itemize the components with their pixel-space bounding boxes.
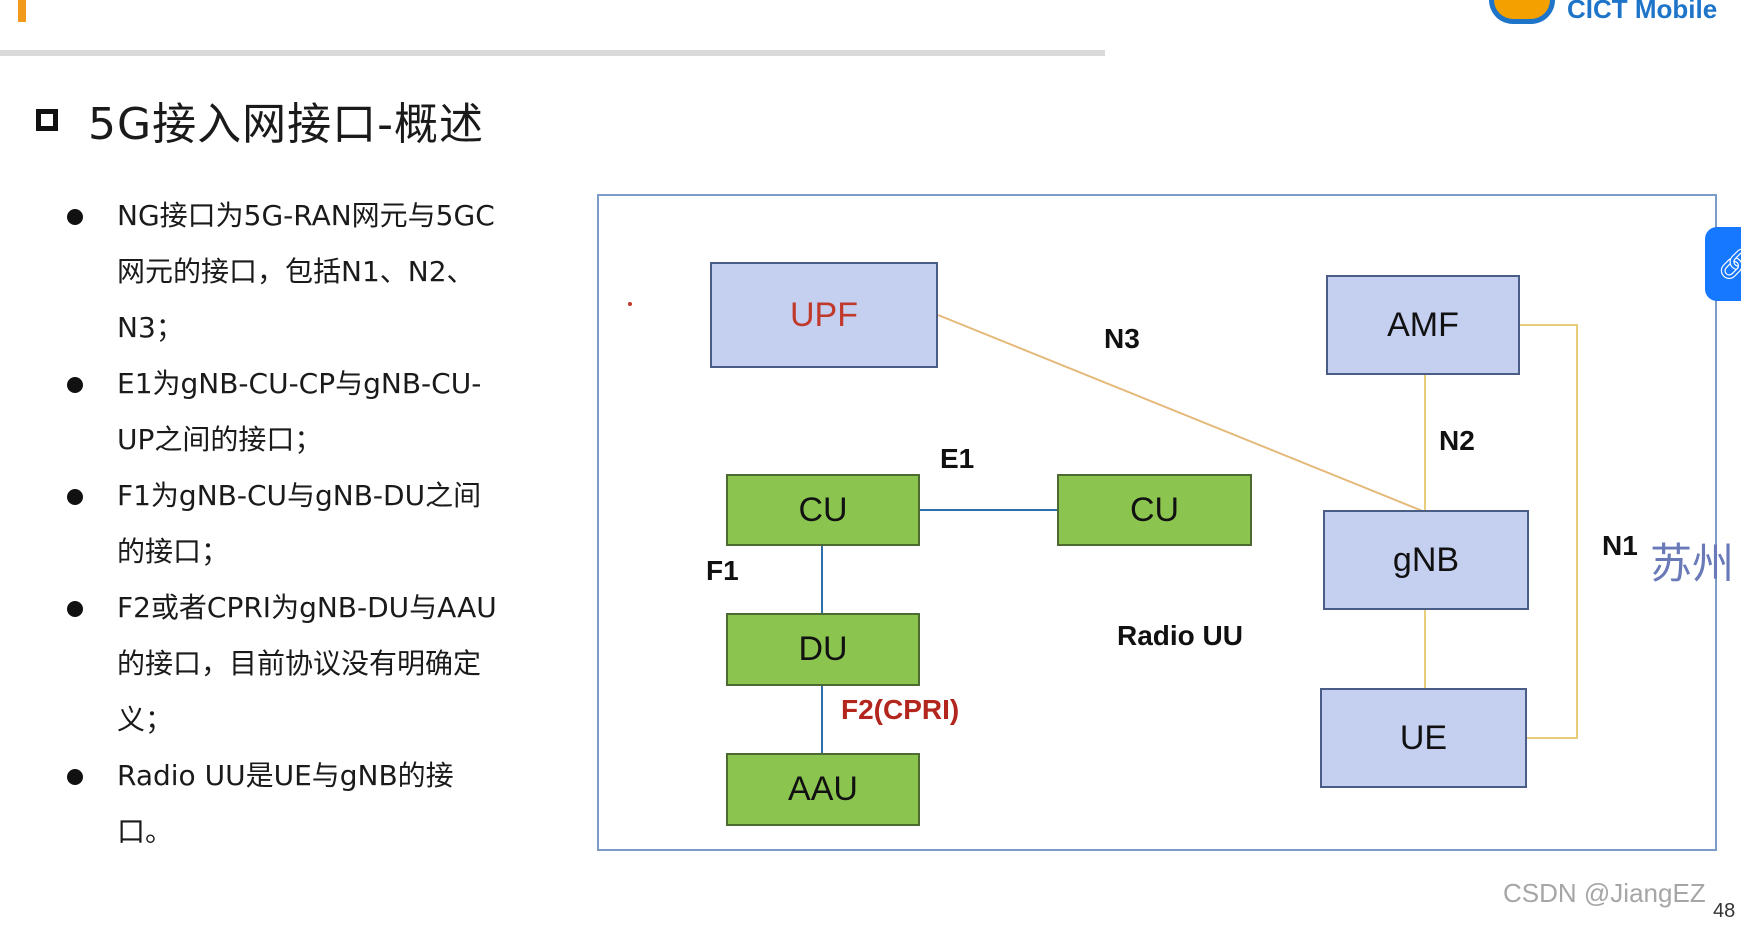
side-overlay-text: 苏州 [1650,539,1735,588]
section-title: 5G接入网接口-概述 [88,99,484,150]
bullet-line: E1为gNB-CU-CP与gNB-CU- [117,367,482,400]
bullet-line: N3； [117,311,184,344]
bullet-line: F2或者CPRI为gNB-DU与AAU [117,591,497,624]
title-accent-bar [18,0,26,22]
watermark: CSDN @JiangEZ [1503,878,1706,908]
company-logo: CICT Mobile [1471,0,1741,28]
label-radio-uu: Radio UU [1117,620,1243,651]
share-link-button[interactable]: 🔗︎ [1705,227,1741,301]
label-f1: F1 [706,555,739,586]
header-divider [0,50,1105,56]
node-amf: AMF [1326,275,1520,375]
bullet-line: 网元的接口，包括N1、N2、 [117,255,475,288]
link-icon: 🔗︎ [1717,246,1741,282]
bullet-dot-icon [67,489,83,505]
link-upf-gnb [937,314,1426,513]
label-e1: E1 [940,443,975,474]
page-number: 48 [1713,900,1736,922]
link-amf-ue-n1 [1520,324,1578,739]
label-n3: N3 [1104,323,1140,354]
bullet-dot-icon [67,601,83,617]
label-f2-cpri: F2(CPRI) [841,694,960,725]
diagram-frame [597,194,1717,851]
section-heading: 5G接入网接口-概述 [36,88,484,152]
stray-red-dot [628,302,632,306]
label-n1: N1 [1602,530,1638,561]
node-cu-right: CU [1057,474,1252,546]
bullet-line: F1为gNB-CU与gNB-DU之间 [117,479,482,512]
bullet-item: F2或者CPRI为gNB-DU与AAU 的接口，目前协议没有明确定义； [60,580,550,748]
bullet-line: NG接口为5G-RAN网元与5GC [117,199,495,232]
logo-text: CICT Mobile [1567,0,1718,24]
bullet-item: Radio UU是UE与gNB的接口。 [60,748,550,860]
bullet-dot-icon [67,377,83,393]
bullet-line: Radio UU是UE与gNB的接 [117,759,454,792]
bullet-line: 的接口； [117,535,230,568]
bullet-list: NG接口为5G-RAN网元与5GC 网元的接口，包括N1、N2、 N3； E1为gNB… [60,188,550,860]
node-aau: AAU [726,753,920,826]
node-cu-left: CU [726,474,920,546]
node-ue: UE [1320,688,1527,788]
bullet-dot-icon [67,769,83,785]
label-n2: N2 [1439,425,1475,456]
bullet-line: 的接口，目前协议没有明确定 [117,647,482,680]
square-bullet-icon [36,109,58,131]
node-du: DU [726,613,920,686]
bullet-line: 口。 [117,815,174,848]
bullet-item: F1为gNB-CU与gNB-DU之间的接口； [60,468,550,580]
bullet-item: E1为gNB-CU-CP与gNB-CU- UP之间的接口； [60,356,550,468]
node-gnb: gNB [1323,510,1529,610]
bullet-line: 义； [117,703,174,736]
bullet-line: UP之间的接口； [117,423,323,456]
node-upf: UPF [710,262,938,368]
bullet-item: NG接口为5G-RAN网元与5GC 网元的接口，包括N1、N2、 N3； [60,188,550,356]
bullet-dot-icon [67,209,83,225]
